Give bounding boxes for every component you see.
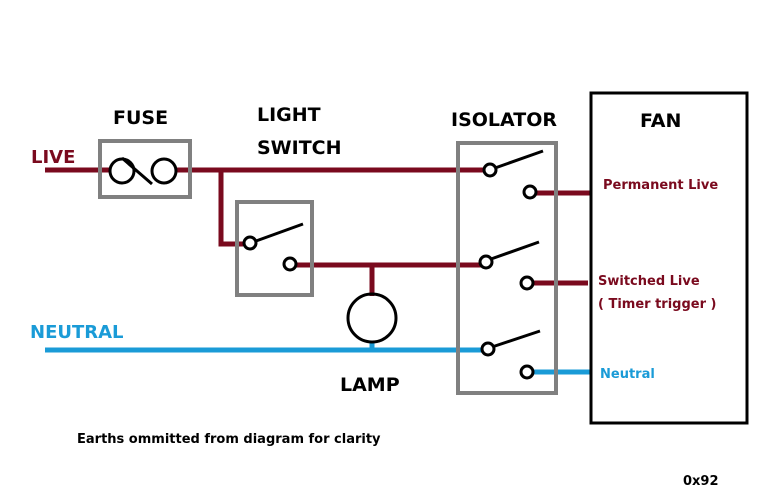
light-switch-label-line1: LIGHT — [257, 104, 321, 126]
isolator-terminal-2-in — [478, 254, 494, 270]
switched-live-terminal-label-line2: ( Timer trigger ) — [598, 297, 716, 312]
light-switch-label-line2: SWITCH — [257, 137, 342, 159]
isolator-pole-neutral — [480, 329, 541, 380]
fuse-element — [121, 156, 153, 186]
isolator-pole-switched-live — [478, 240, 540, 291]
switched-live-terminal-label-line1: Switched Live — [598, 274, 700, 289]
isolator — [456, 141, 558, 395]
isolator-terminal-1-out — [522, 184, 538, 200]
diagram-code: 0x92 — [683, 474, 719, 489]
isolator-lever-2 — [490, 240, 540, 261]
light-switch-box — [235, 200, 314, 297]
fuse-terminal-left — [108, 157, 136, 185]
live-label: LIVE — [31, 147, 75, 168]
isolator-label: ISOLATOR — [451, 109, 557, 131]
isolator-terminal-1-in — [482, 162, 498, 178]
lamp-label: LAMP — [340, 374, 400, 396]
isolator-terminal-2-out — [519, 275, 535, 291]
neutral-terminal-label: Neutral — [600, 367, 655, 382]
light-switch — [235, 200, 314, 297]
isolator-box — [456, 141, 558, 395]
live-wires — [45, 167, 590, 296]
permanent-live-terminal-label: Permanent Live — [603, 178, 718, 193]
fuse-label: FUSE — [113, 107, 168, 129]
fuse-box — [98, 139, 192, 199]
fan-box — [589, 91, 749, 425]
neutral-wires — [45, 341, 590, 375]
isolator-lever-1 — [494, 149, 544, 170]
neutral-label: NEUTRAL — [30, 322, 124, 343]
isolator-lever-3 — [491, 329, 541, 349]
light-switch-terminal-in — [242, 235, 258, 251]
fuse-terminal-right — [150, 157, 178, 185]
earths-note: Earths ommitted from diagram for clarity — [77, 432, 381, 447]
live-branch-to-switch-wire — [218, 170, 243, 247]
isolator-pole-permanent-live — [482, 149, 544, 200]
lamp-symbol — [346, 292, 398, 344]
light-switch-terminal-out — [282, 256, 298, 272]
fan-label: FAN — [640, 110, 681, 132]
light-switch-lever — [255, 222, 304, 243]
fuse — [98, 139, 192, 199]
isolator-terminal-3-in — [480, 341, 496, 357]
isolator-terminal-3-out — [519, 364, 535, 380]
